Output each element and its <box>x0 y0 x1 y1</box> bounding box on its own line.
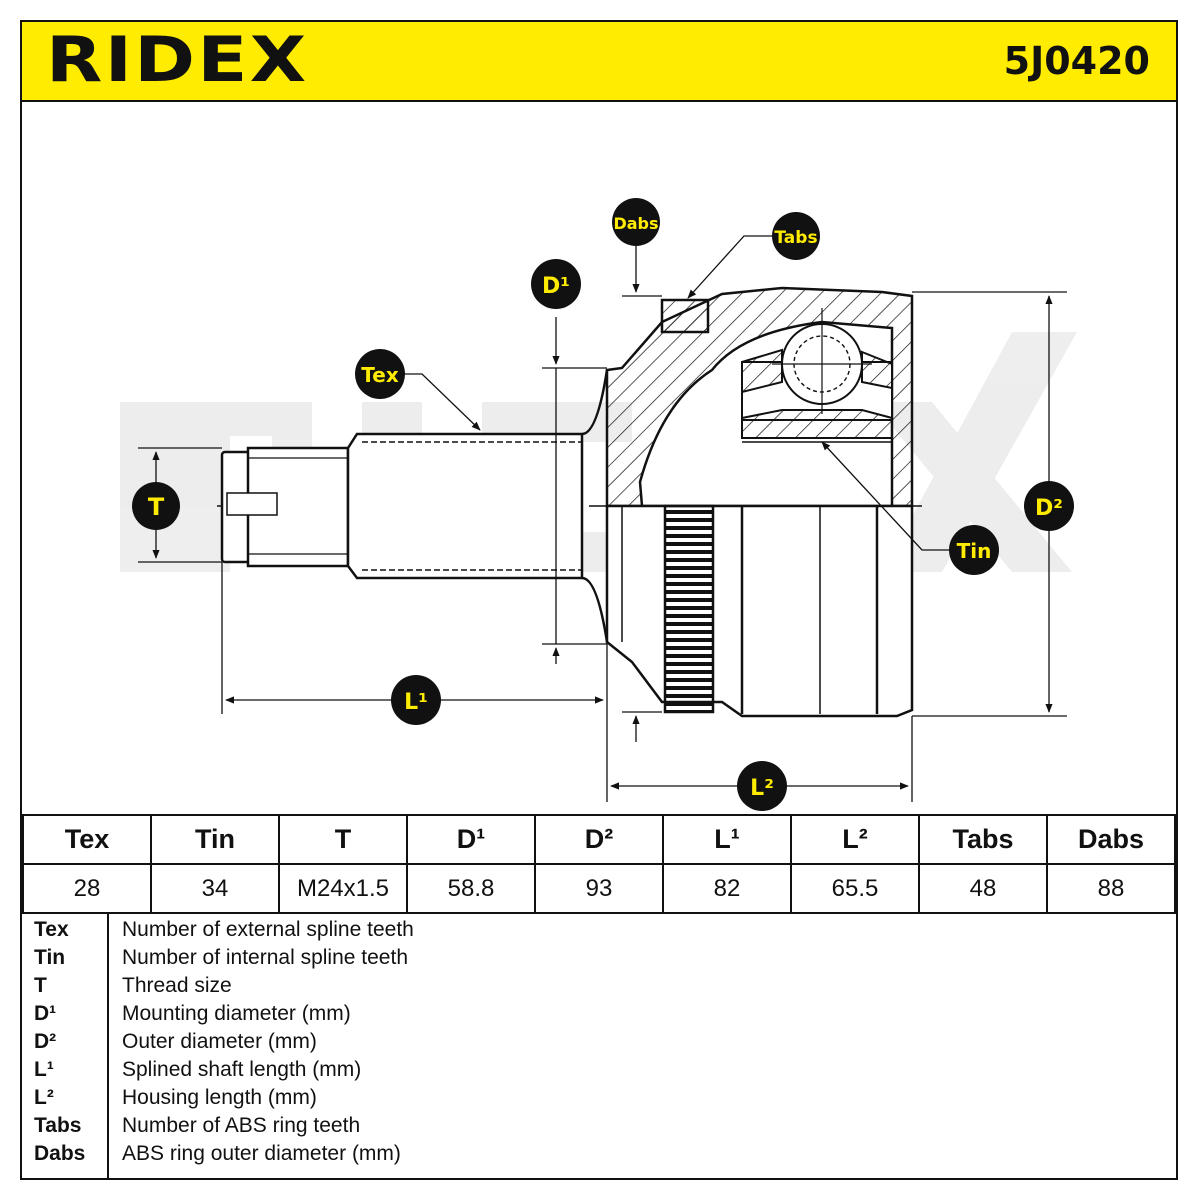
legend-desc: Number of ABS ring teeth <box>122 1114 361 1137</box>
legend-divider <box>107 914 109 1178</box>
spec-value-cell: 82 <box>662 863 792 914</box>
header-bar: RIDEX 5J0420 <box>22 22 1176 102</box>
spec-header-cell: Tex <box>22 814 152 865</box>
label-l2: L² <box>737 761 787 811</box>
label-tex: Tex <box>355 349 405 399</box>
legend-abbr: Tin <box>34 946 66 969</box>
spec-value-row: 28 34 M24x1.5 58.8 93 82 65.5 48 88 <box>22 863 1176 914</box>
label-l1: L¹ <box>391 675 441 725</box>
spec-value-cell: 34 <box>150 863 280 914</box>
spec-header-row: Tex Tin T D¹ D² L¹ L² Tabs Dabs <box>22 814 1176 865</box>
legend-desc: ABS ring outer diameter (mm) <box>122 1142 401 1165</box>
spec-value-cell: 28 <box>22 863 152 914</box>
label-dabs: Dabs <box>612 198 660 246</box>
joint-internals <box>741 308 893 443</box>
svg-text:D¹: D¹ <box>542 274 570 299</box>
label-t: T <box>132 482 180 530</box>
legend-abbr: Tex <box>34 918 69 941</box>
legend-desc: Outer diameter (mm) <box>122 1030 317 1053</box>
legend-abbr: D² <box>34 1030 57 1053</box>
svg-text:Tex: Tex <box>361 363 399 387</box>
legend-desc: Housing length (mm) <box>122 1086 317 1109</box>
spec-header-cell: D¹ <box>406 814 536 865</box>
brand-logo: RIDEX <box>46 23 309 96</box>
legend-desc: Thread size <box>122 974 232 997</box>
svg-text:Tin: Tin <box>957 539 992 563</box>
spec-table: Tex Tin T D¹ D² L¹ L² Tabs Dabs 28 34 M2… <box>22 814 1176 914</box>
spec-header-cell: Dabs <box>1046 814 1176 865</box>
label-tin: Tin <box>949 525 999 575</box>
spec-value-cell: 93 <box>534 863 664 914</box>
svg-text:T: T <box>148 493 165 521</box>
joint-housing <box>605 286 914 718</box>
spec-header-cell: L² <box>790 814 920 865</box>
spec-value-cell: 48 <box>918 863 1048 914</box>
legend-abbr: L¹ <box>34 1058 54 1081</box>
label-d1: D¹ <box>531 259 581 309</box>
spec-header-cell: D² <box>534 814 664 865</box>
spec-header-cell: Tin <box>150 814 280 865</box>
svg-text:Tabs: Tabs <box>774 228 817 248</box>
label-d2: D² <box>1024 481 1074 531</box>
legend-abbr: Dabs <box>34 1142 86 1165</box>
spec-value-cell: 58.8 <box>406 863 536 914</box>
thread-end <box>220 446 350 568</box>
legend-abbr: Tabs <box>34 1114 82 1137</box>
splined-shaft <box>346 369 609 643</box>
svg-text:Dabs: Dabs <box>613 214 658 233</box>
legend-desc: Number of internal spline teeth <box>122 946 408 969</box>
spec-value-cell: 65.5 <box>790 863 920 914</box>
part-number: 5J0420 <box>1003 39 1150 83</box>
spec-header-cell: T <box>278 814 408 865</box>
spec-header-cell: L¹ <box>662 814 792 865</box>
legend-desc: Splined shaft length (mm) <box>122 1058 362 1081</box>
cv-joint-drawing: T Tex D¹ Dabs Tabs Tin D² L¹ <box>120 198 1077 811</box>
legend: Tex Number of external spline teeth Tin … <box>22 914 1176 1178</box>
legend-abbr: T <box>34 974 47 997</box>
svg-text:D²: D² <box>1035 496 1063 521</box>
legend-desc: Number of external spline teeth <box>122 918 414 941</box>
legend-desc: Mounting diameter (mm) <box>122 1002 351 1025</box>
spec-value-cell: 88 <box>1046 863 1176 914</box>
label-tabs: Tabs <box>772 212 820 260</box>
datasheet-frame: RIDEX 5J0420 <box>20 20 1178 1180</box>
legend-abbr: D¹ <box>34 1002 57 1025</box>
spec-header-cell: Tabs <box>918 814 1048 865</box>
svg-text:L¹: L¹ <box>404 690 428 715</box>
svg-text:L²: L² <box>750 776 774 801</box>
legend-abbr: L² <box>34 1086 54 1109</box>
spec-value-cell: M24x1.5 <box>278 863 408 914</box>
